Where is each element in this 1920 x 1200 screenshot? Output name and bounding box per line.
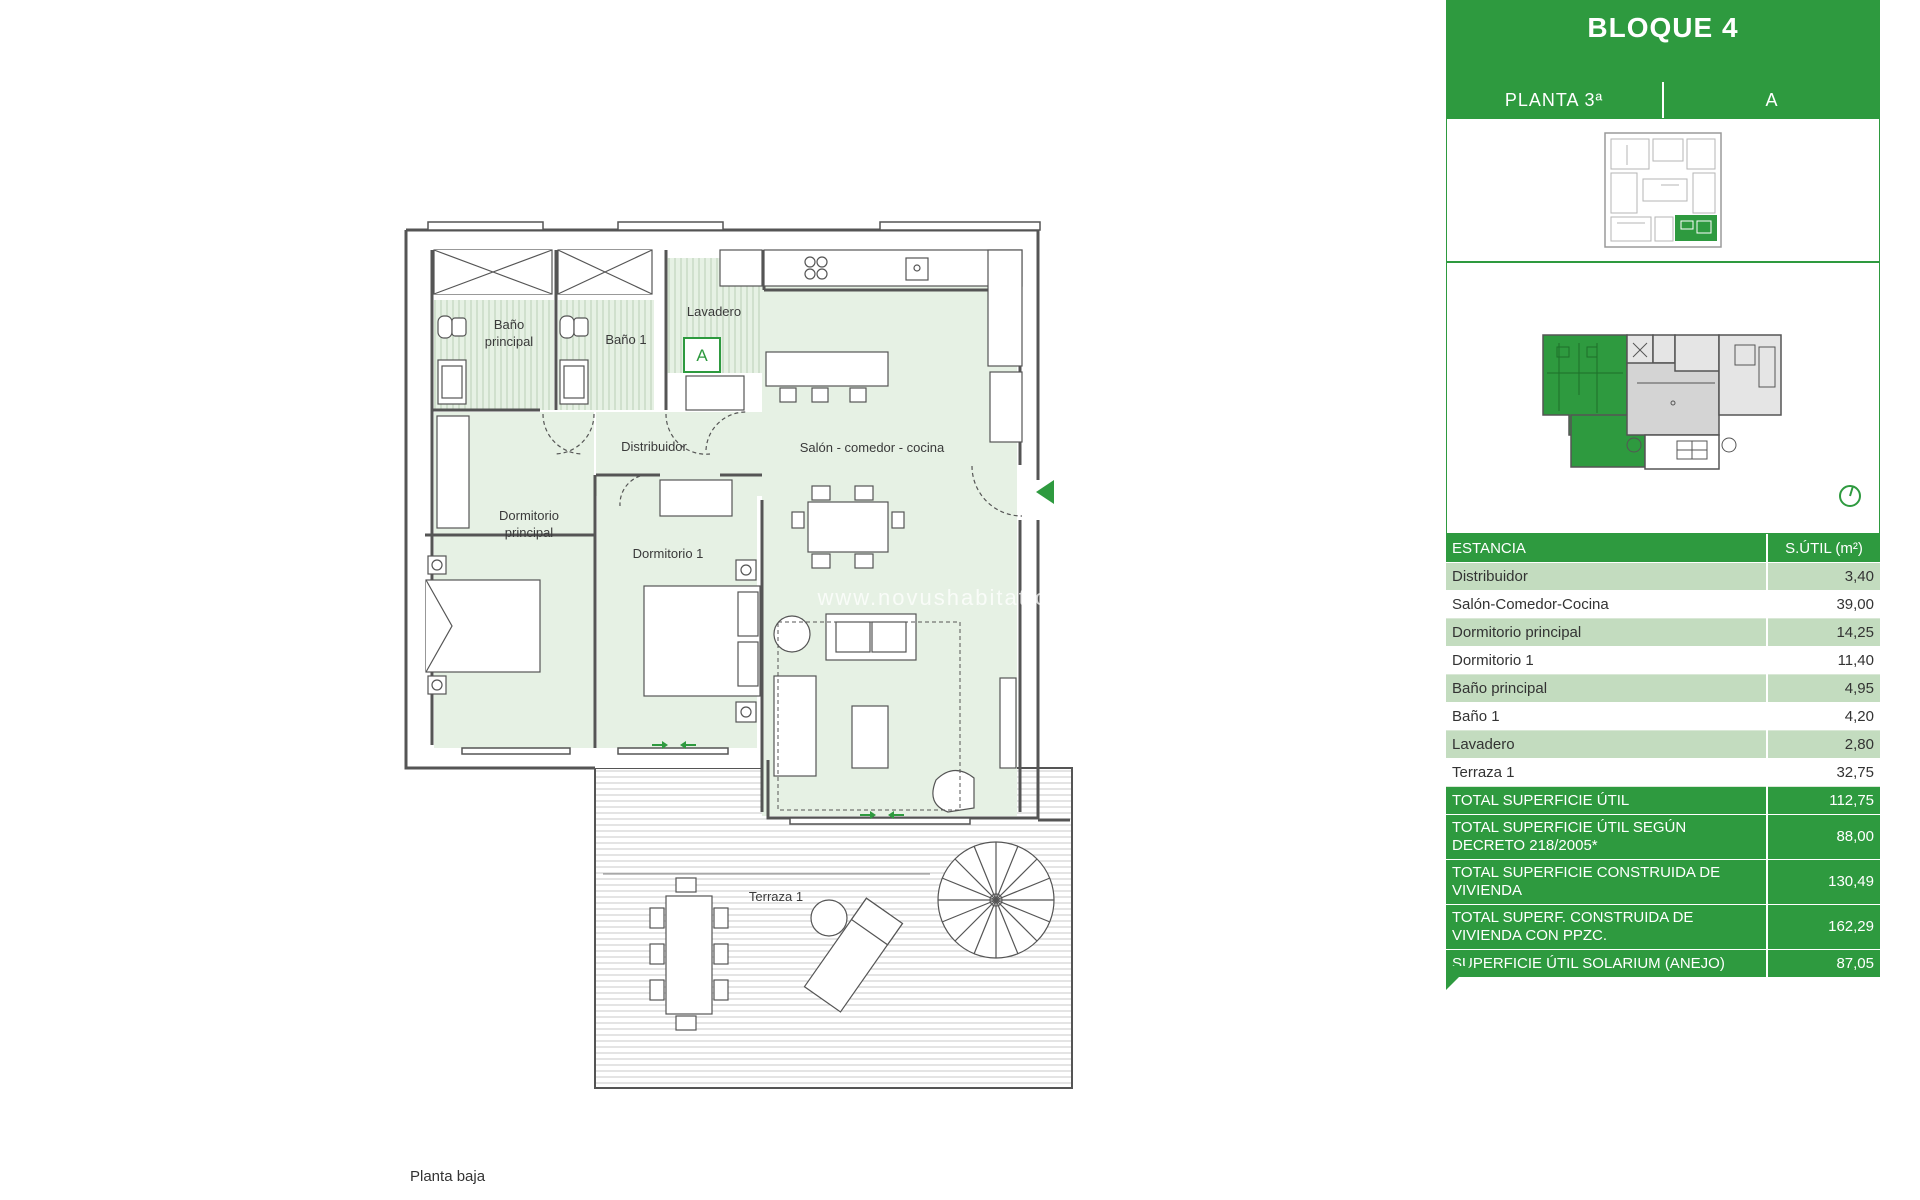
plan-caption: Planta baja [410,1168,486,1185]
room-label-terraza-1: Terraza 1 [749,889,803,904]
total-row: TOTAL SUPERFICIE ÚTIL SEGÚN DECRETO 218/… [1446,814,1880,860]
table-row: Terraza 1 32,75 [1446,758,1880,787]
total-value: 112,75 [1766,786,1880,815]
row-room: Dormitorio 1 [1446,646,1767,675]
key-plan-box [1446,118,1880,262]
floor-label: PLANTA 3ª [1504,90,1604,110]
sliding-door-arrows [652,741,904,819]
terrace-furniture [649,877,904,1031]
kitchen [436,249,1023,529]
row-area: 2,80 [1766,730,1880,759]
bedroom-furniture [425,555,761,723]
table-row: Dormitorio principal 14,25 [1446,618,1880,647]
room-label-bano-principal: Baño [494,317,524,332]
room-label-dormitorio-1: Dormitorio 1 [633,546,704,561]
row-area: 32,75 [1766,758,1880,787]
total-label: TOTAL SUPERF. CONSTRUIDA DE VIVIENDA CON… [1446,904,1767,950]
doors [542,411,1023,517]
row-room: Baño principal [1446,674,1767,703]
location-plan-box [1446,262,1880,534]
table-row: Salón-Comedor-Cocina 39,00 [1446,590,1880,619]
watermark: www.novushabitat.com [817,585,1083,610]
north-compass-icon [1839,485,1861,507]
row-area: 14,25 [1766,618,1880,647]
room-label-salon: Salón - comedor - cocina [800,440,945,455]
walls [404,228,1070,822]
total-value: 87,05 [1766,949,1880,978]
row-area: 4,20 [1766,702,1880,731]
spiral-staircase [937,841,1055,959]
table-row: Distribuidor 3,40 [1446,562,1880,591]
room-label-bano-1: Baño 1 [605,332,646,347]
total-value: 130,49 [1766,859,1880,905]
header-room: ESTANCIA [1446,534,1767,563]
living-furniture [773,485,1017,813]
area-table: ESTANCIA S.ÚTIL (m²) Distribuidor 3,40 S… [1446,534,1880,978]
room-label-lavadero: Lavadero [687,304,741,319]
row-area: 4,95 [1766,674,1880,703]
entrance-arrow-icon [1036,480,1054,504]
room-label-dormitorio-principal: Dormitorio [499,508,559,523]
location-plan [1542,334,1782,470]
row-area: 11,40 [1766,646,1880,675]
row-area: 39,00 [1766,590,1880,619]
bathroom-fixtures [433,249,745,411]
total-row: SUPERFICIE ÚTIL SOLARIUM (ANEJO) 87,05 [1446,949,1880,978]
table-row: Baño principal 4,95 [1446,674,1880,703]
total-row: TOTAL SUPERFICIE ÚTIL 112,75 [1446,786,1880,815]
room-label-distribuidor: Distribuidor [621,439,687,454]
unit-label: A [1662,82,1880,118]
total-row: TOTAL SUPERFICIE CONSTRUIDA DE VIVIENDA … [1446,859,1880,905]
unit-marker-label: A [696,346,708,365]
row-room: Distribuidor [1446,562,1767,591]
floor-plan: A Baño principal Baño 1 Lavadero Distrib… [404,221,1083,1089]
total-label: TOTAL SUPERFICIE CONSTRUIDA DE VIVIENDA [1446,859,1767,905]
total-value: 88,00 [1766,814,1880,860]
header-area: S.ÚTIL (m²) [1766,534,1880,563]
row-room: Lavadero [1446,730,1767,759]
table-row: Dormitorio 1 11,40 [1446,646,1880,675]
row-area: 3,40 [1766,562,1880,591]
panel-corner-tab [1446,966,1470,990]
row-room: Salón-Comedor-Cocina [1446,590,1767,619]
unit-marker: A [683,337,721,373]
total-row: TOTAL SUPERF. CONSTRUIDA DE VIVIENDA CON… [1446,904,1880,950]
block-title: BLOQUE 4 [1446,0,1880,82]
windows [427,221,1041,825]
room-label-dormitorio-principal-2: principal [505,525,554,540]
total-label: SUPERFICIE ÚTIL SOLARIUM (ANEJO) [1446,949,1767,978]
key-plan-thumbnail [1604,132,1722,248]
floor-unit-bar: PLANTA 3ª A [1446,82,1880,118]
total-value: 162,29 [1766,904,1880,950]
table-row: Baño 1 4,20 [1446,702,1880,731]
table-row: Lavadero 2,80 [1446,730,1880,759]
row-room: Baño 1 [1446,702,1767,731]
total-label: TOTAL SUPERFICIE ÚTIL SEGÚN DECRETO 218/… [1446,814,1767,860]
area-table-header: ESTANCIA S.ÚTIL (m²) [1446,534,1880,563]
row-room: Dormitorio principal [1446,618,1767,647]
rug-outline [777,621,961,811]
info-panel: BLOQUE 4 PLANTA 3ª A [1446,0,1880,1010]
total-label: TOTAL SUPERFICIE ÚTIL [1446,786,1767,815]
row-room: Terraza 1 [1446,758,1767,787]
room-label-bano-principal-2: principal [485,334,534,349]
